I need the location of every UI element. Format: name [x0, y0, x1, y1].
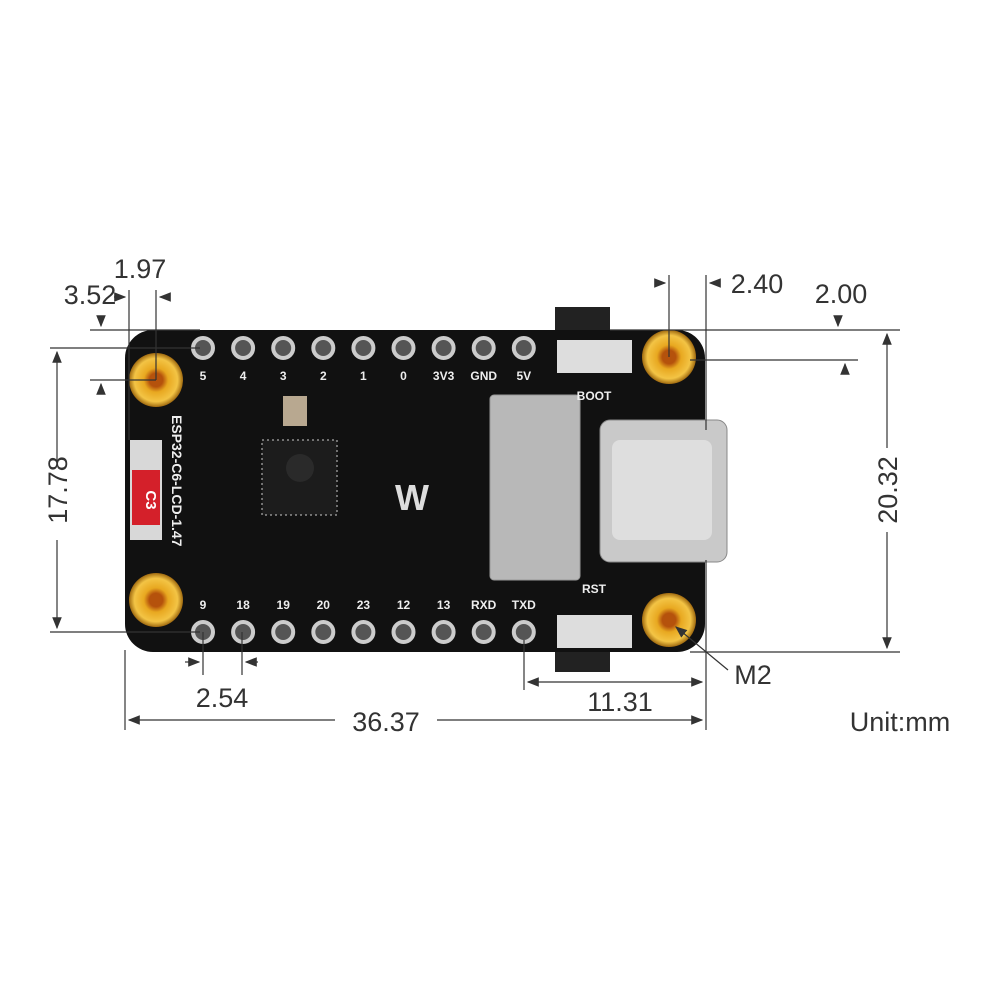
- header-pin: [511, 620, 536, 644]
- pin-label: 3V3: [433, 369, 455, 383]
- rst-label: RST: [582, 582, 607, 596]
- dim-hole-diameter: 1.97: [114, 254, 167, 284]
- pin-label: TXD: [512, 598, 536, 612]
- dim-board-height: 20.32: [873, 456, 903, 524]
- c3-chip-marker: [132, 470, 160, 525]
- header-pin: [471, 620, 496, 644]
- header-pin: [511, 336, 536, 360]
- boot-button: [557, 340, 632, 373]
- pin-label: 19: [277, 598, 291, 612]
- dim-pin-pitch: 2.54: [196, 683, 249, 713]
- header-pin: [391, 620, 416, 644]
- header-pin: [431, 336, 456, 360]
- rst-button: [557, 615, 632, 648]
- dim-right-hole-offset: 2.40: [731, 269, 784, 299]
- dimension-lines: [50, 275, 900, 730]
- header-pin: [471, 336, 496, 360]
- dim-right-hole-top: 2.00: [815, 279, 868, 309]
- pin-label: 3: [280, 369, 287, 383]
- dim-board-length: 36.37: [352, 707, 420, 737]
- waveshare-logo: W: [395, 477, 429, 518]
- pin-label: 23: [357, 598, 371, 612]
- pin-label: 12: [397, 598, 411, 612]
- header-pin: [271, 620, 296, 644]
- header-pin: [391, 336, 416, 360]
- pin-label: 20: [317, 598, 331, 612]
- pin-label: 13: [437, 598, 451, 612]
- pcb-board: W C3 ESP32-C6-LCD-1.47 BOOT RST 5 4 3 2 1 0 3V…: [125, 307, 728, 672]
- header-pin: [311, 620, 336, 644]
- pin-label: 18: [236, 598, 250, 612]
- screw-label: M2: [734, 660, 772, 690]
- sd-card-slot: [489, 394, 581, 581]
- dim-hole-offset: 3.52: [64, 280, 117, 310]
- dim-header-to-edge: 11.31: [587, 687, 653, 717]
- header-pin: [231, 336, 256, 360]
- board-name: ESP32-C6-LCD-1.47: [169, 415, 185, 547]
- header-pin: [431, 620, 456, 644]
- pin-label: 0: [400, 369, 407, 383]
- pin-label: 5V: [516, 369, 531, 383]
- header-pin: [231, 620, 256, 644]
- boot-label: BOOT: [577, 389, 612, 403]
- header-pin: [271, 336, 296, 360]
- pin-label: 4: [240, 369, 247, 383]
- pin-label: GND: [470, 369, 497, 383]
- pin-label: 9: [200, 598, 207, 612]
- header-pin: [311, 336, 336, 360]
- pin-label: 5: [200, 369, 207, 383]
- pin-label: 2: [320, 369, 327, 383]
- header-pin: [351, 336, 376, 360]
- pin-label: RXD: [471, 598, 497, 612]
- header-pin: [351, 620, 376, 644]
- pin-label: 1: [360, 369, 367, 383]
- unit-label: Unit:mm: [850, 707, 951, 737]
- dim-hole-span: 17.78: [43, 456, 73, 524]
- chip-mark: C3: [142, 490, 159, 509]
